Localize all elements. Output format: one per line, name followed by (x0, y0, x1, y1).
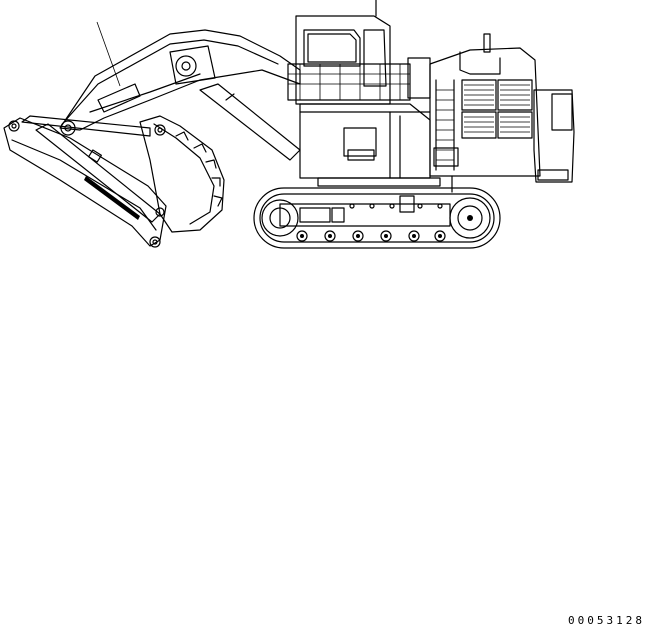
operator-cab (287, 0, 431, 105)
access-ladder (433, 79, 459, 171)
drive-sprocket (449, 197, 491, 239)
boom-cylinder (199, 83, 301, 161)
frame-bolts (349, 203, 443, 209)
boom-label-plate (97, 83, 141, 113)
front-idler (261, 199, 299, 237)
drawing-number: 00053128 (568, 614, 645, 627)
handrail (287, 57, 431, 101)
bucket (139, 115, 225, 233)
counterweight (533, 89, 575, 183)
leader-line (96, 21, 121, 87)
track-rollers (296, 230, 446, 242)
upper-structure (299, 33, 575, 187)
radiator-grille (461, 79, 533, 139)
boom (59, 29, 301, 136)
crawler-track (253, 175, 501, 249)
arm (3, 117, 167, 248)
access-panel (343, 127, 377, 157)
bucket-cylinder (21, 115, 151, 137)
track-frame (279, 203, 451, 227)
arm-cylinder (35, 123, 161, 223)
